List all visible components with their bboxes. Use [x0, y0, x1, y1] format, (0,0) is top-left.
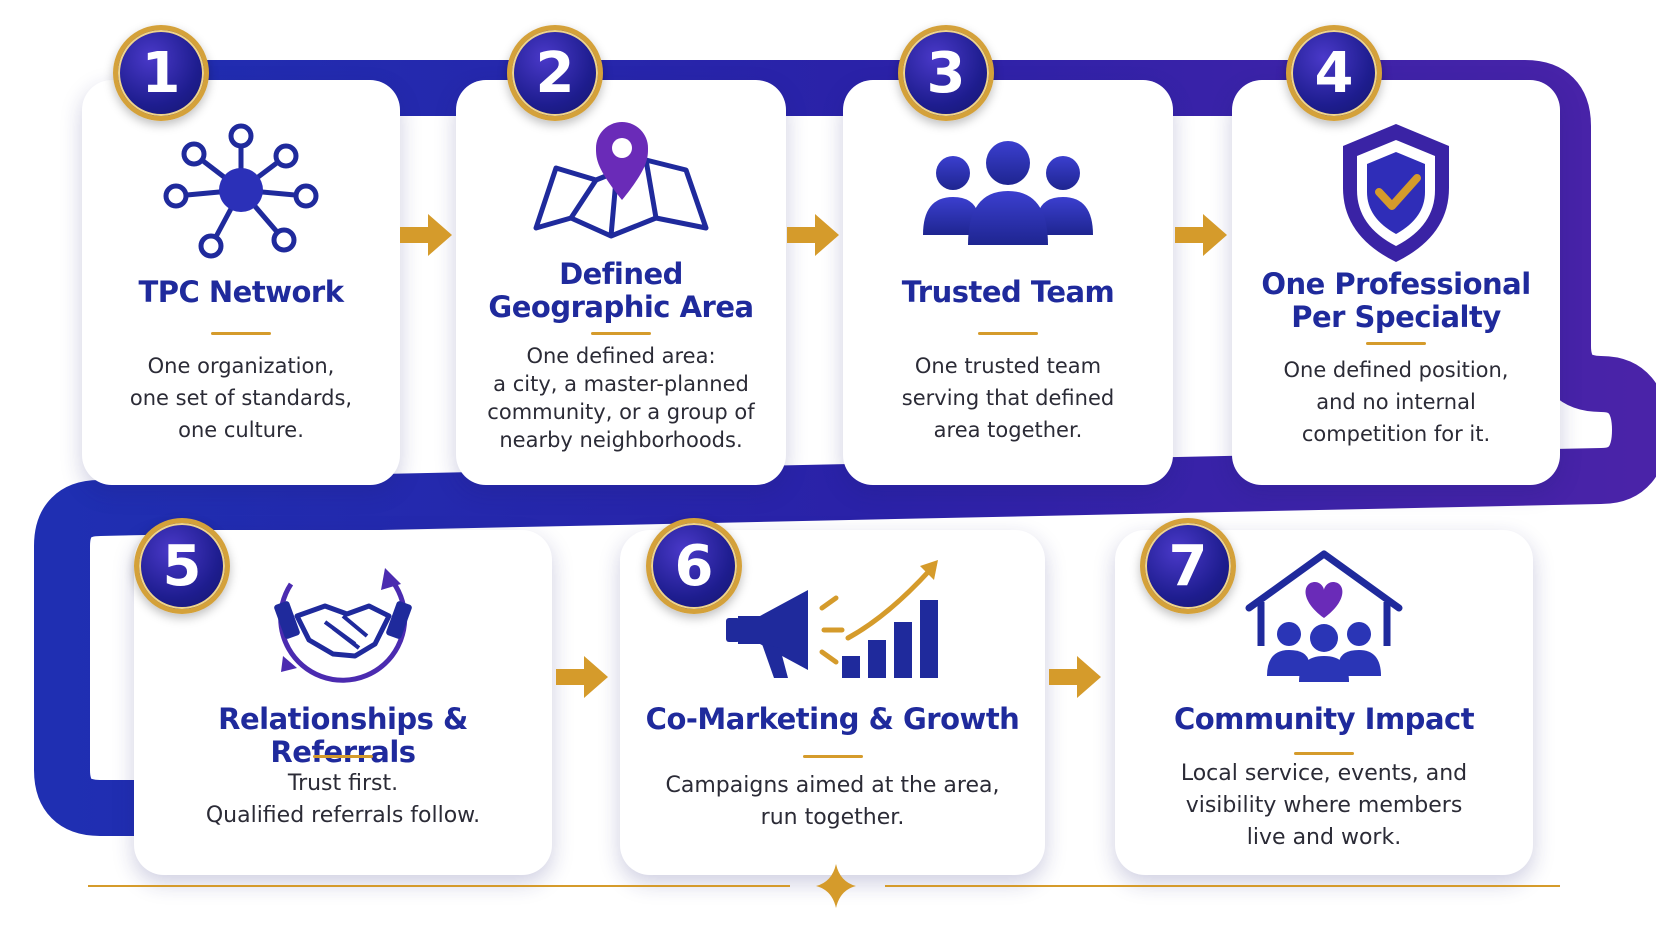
arrow-right-icon: [787, 214, 839, 256]
title-underline: [802, 755, 863, 758]
step-number-badge: 5: [134, 518, 230, 614]
step-title: Community Impact: [1173, 702, 1475, 736]
step-description: Local service, events, and visibility wh…: [1180, 761, 1468, 850]
megaphone-growth-icon: [725, 560, 938, 678]
community-home-icon: [1245, 550, 1403, 682]
title-underline: [1366, 342, 1426, 345]
arrow-right-icon: [400, 214, 452, 256]
network-hub-icon: [163, 123, 319, 259]
step-description: Campaigns aimed at the area, run togethe…: [665, 773, 1000, 830]
step-description: One trusted team serving that defined ar…: [901, 354, 1115, 442]
step-title: Trusted Team: [901, 275, 1115, 309]
title-underline: [313, 755, 373, 758]
step-number-badge: 4: [1286, 25, 1382, 121]
handshake-icon: [274, 568, 412, 683]
arrow-right-icon: [556, 656, 608, 698]
step-number-badge: 6: [646, 518, 742, 614]
step-title: TPC Network: [138, 275, 344, 309]
step-title: Defined Geographic Area: [488, 257, 754, 324]
arrow-right-icon: [1175, 214, 1227, 256]
step-number-badge: 2: [507, 25, 603, 121]
bottom-divider: [88, 864, 1560, 908]
step-card-1: TPC Network One organization, one set of…: [82, 80, 400, 485]
title-underline: [1294, 752, 1354, 755]
step-number-badge: 3: [898, 25, 994, 121]
step-card-6: Co-Marketing & Growth Campaigns aimed at…: [620, 530, 1045, 875]
team-icon: [923, 141, 1093, 245]
step-description: Trust first. Qualified referrals follow.: [205, 771, 481, 828]
step-card-4: One Professional Per Specialty One defin…: [1232, 80, 1560, 485]
step-description: One defined area: a city, a master-plann…: [487, 344, 755, 452]
step-number-badge: 7: [1140, 518, 1236, 614]
step-card-3: Trusted Team One trusted team serving th…: [843, 80, 1173, 485]
step-description: One organization, one set of standards, …: [129, 354, 353, 442]
sparkle-icon: [816, 864, 856, 908]
step-description: One defined position, and no internal co…: [1283, 358, 1509, 446]
step-title: Relationships & Referrals: [218, 702, 468, 769]
step-number-badge: 1: [113, 25, 209, 121]
step-title: Co-Marketing & Growth: [645, 702, 1020, 736]
step-title: One Professional Per Specialty: [1261, 267, 1531, 334]
title-underline: [211, 332, 271, 335]
arrow-right-icon: [1049, 656, 1101, 698]
title-underline: [591, 332, 651, 335]
shield-check-icon: [1343, 124, 1449, 262]
map-pin-icon: [533, 122, 709, 239]
step-card-2: Defined Geographic Area One defined area…: [456, 80, 786, 485]
title-underline: [978, 332, 1038, 335]
